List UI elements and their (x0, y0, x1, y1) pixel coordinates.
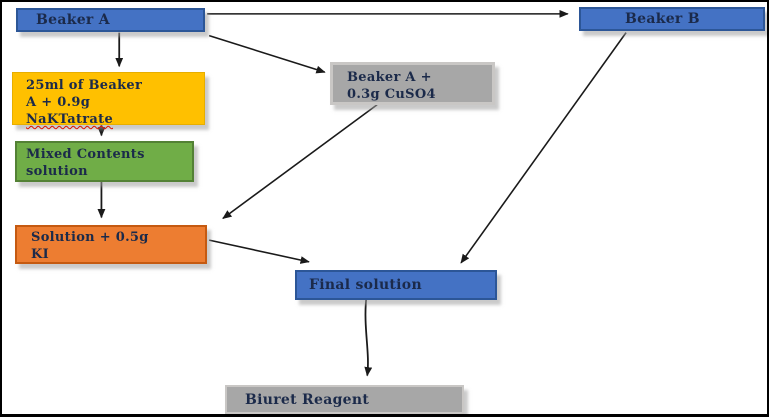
node-beaker-a: Beaker A (16, 8, 205, 32)
node-final-solution: Final solution (295, 270, 497, 300)
node-ki-mix: Solution + 0.5g KI (15, 225, 207, 264)
node-ki-mix-line1: Solution + 0.5g (31, 230, 149, 245)
edge-beakerB-to-final-arrow (460, 32, 627, 264)
node-tartrate-mix-line3: NaKTatrate (26, 112, 114, 127)
node-biuret: Biuret Reagent (225, 385, 464, 414)
edge-ki-to-final-arrow (208, 239, 310, 264)
node-mixed-contents-line1: Mixed Contents (26, 147, 145, 162)
node-tartrate-mix: 25ml of Beaker A + 0.9g NaKTatrate (12, 72, 205, 127)
node-cuso4-mix-line2: 0.3g CuSO4 (347, 87, 436, 102)
node-cuso4-mix-line1: Beaker A + (347, 70, 432, 85)
node-final-solution-label: Final solution (309, 277, 422, 293)
node-tartrate-mix-line2: A + 0.9g (26, 95, 91, 110)
node-biuret-label: Biuret Reagent (245, 391, 370, 408)
node-beaker-b-label: Beaker B (625, 11, 700, 27)
node-cuso4-mix: Beaker A + 0.3g CuSO4 (330, 62, 495, 105)
node-ki-mix-line2: KI (31, 247, 49, 262)
node-beaker-a-label: Beaker A (36, 12, 110, 28)
edge-beakerA-to-cuso4-arrow (208, 34, 326, 74)
node-tartrate-mix-line1: 25ml of Beaker (26, 78, 143, 93)
node-mixed-contents-line2: solution (26, 164, 88, 179)
edge-final-to-biuret-arrow (364, 298, 373, 377)
node-mixed-contents: Mixed Contents solution (15, 141, 194, 182)
edge-cuso4-to-ki-arrow (222, 104, 378, 220)
node-beaker-b: Beaker B (579, 7, 765, 31)
